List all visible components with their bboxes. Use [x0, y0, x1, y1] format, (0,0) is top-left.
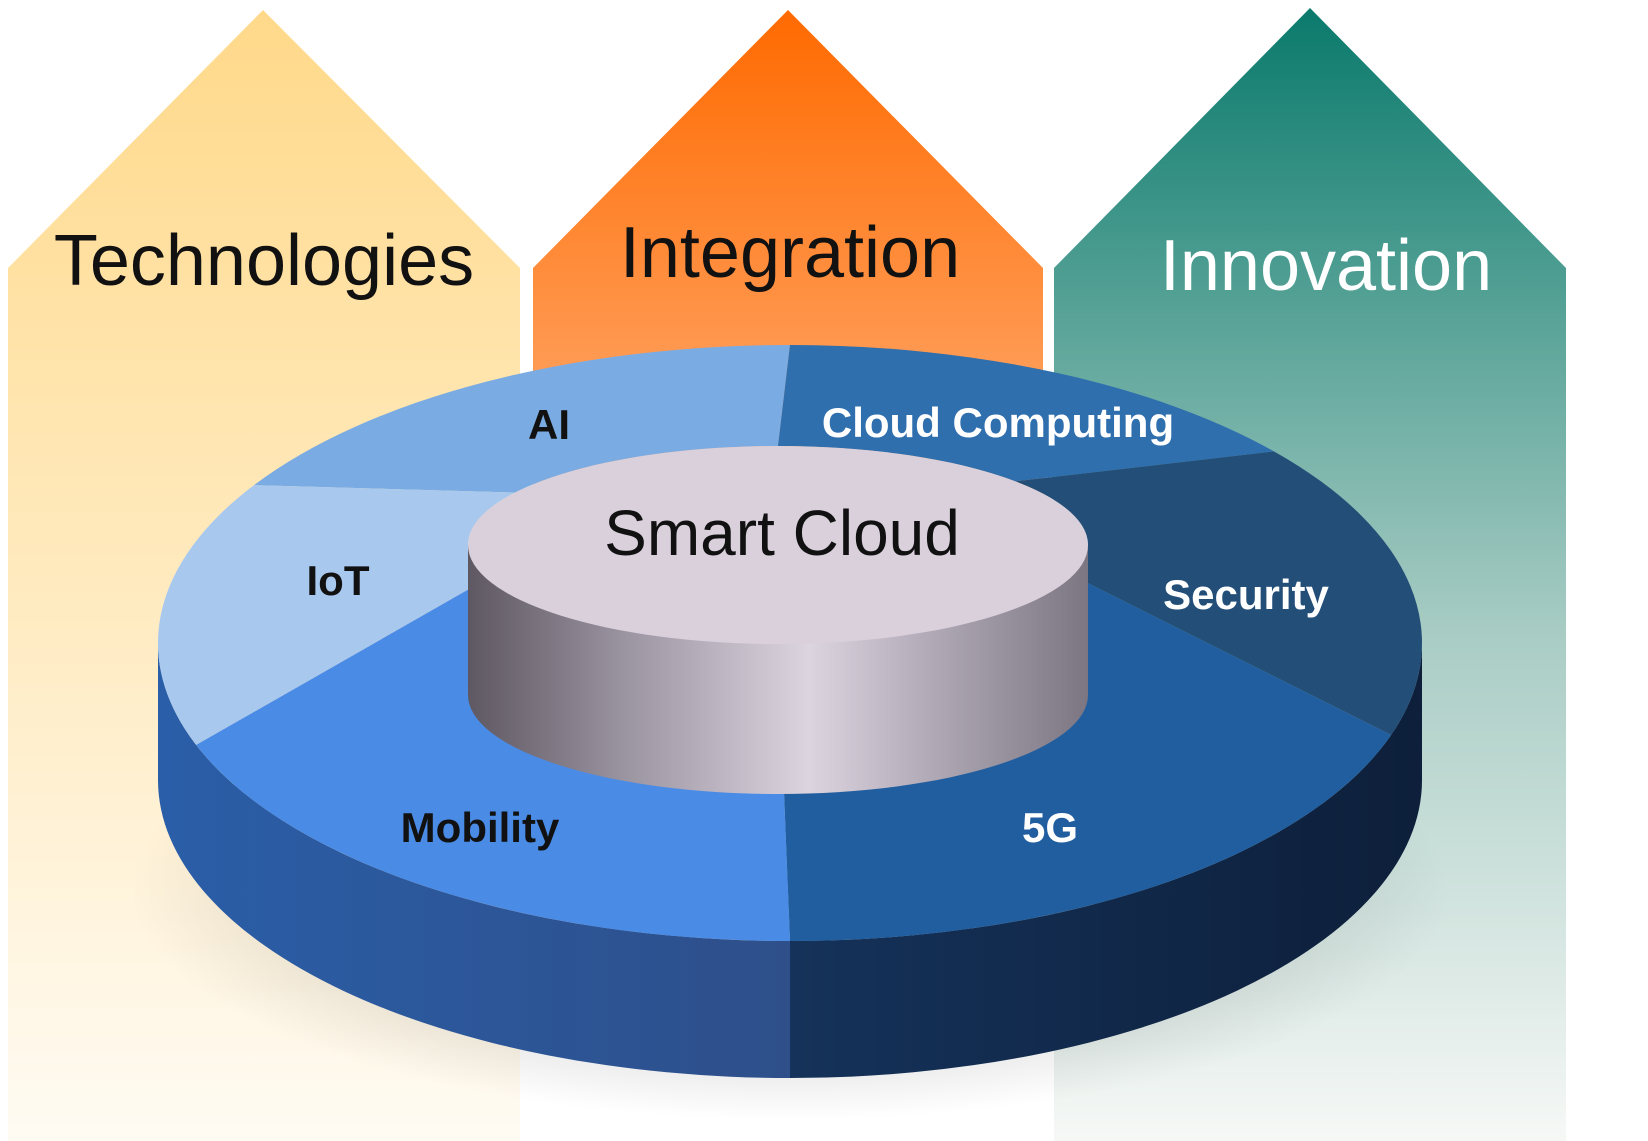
arrow-label-technologies: Technologies [54, 221, 474, 301]
ring-segment-ai [254, 345, 791, 493]
hub-cylinder-top [468, 446, 1088, 644]
hub-label: Smart Cloud [604, 497, 960, 569]
ring-top [157, 345, 1422, 941]
ring-segment-iot [157, 485, 516, 745]
segment-label-mobility: Mobility [401, 804, 560, 851]
ring-side-right [790, 643, 1422, 1078]
arrow-label-integration: Integration [620, 213, 960, 293]
segment-label-security: Security [1163, 571, 1329, 618]
ring-segment-cloud-computing [778, 345, 1275, 482]
ring-side-left [158, 643, 790, 1078]
ring-segment-security [1015, 451, 1422, 736]
segment-label-iot: IoT [307, 557, 370, 604]
segment-label-5g: 5G [1022, 804, 1078, 851]
segment-label-cloud-computing: Cloud Computing [822, 399, 1174, 446]
arrow-label-innovation: Innovation [1160, 226, 1492, 306]
segment-label-ai: AI [528, 401, 570, 448]
